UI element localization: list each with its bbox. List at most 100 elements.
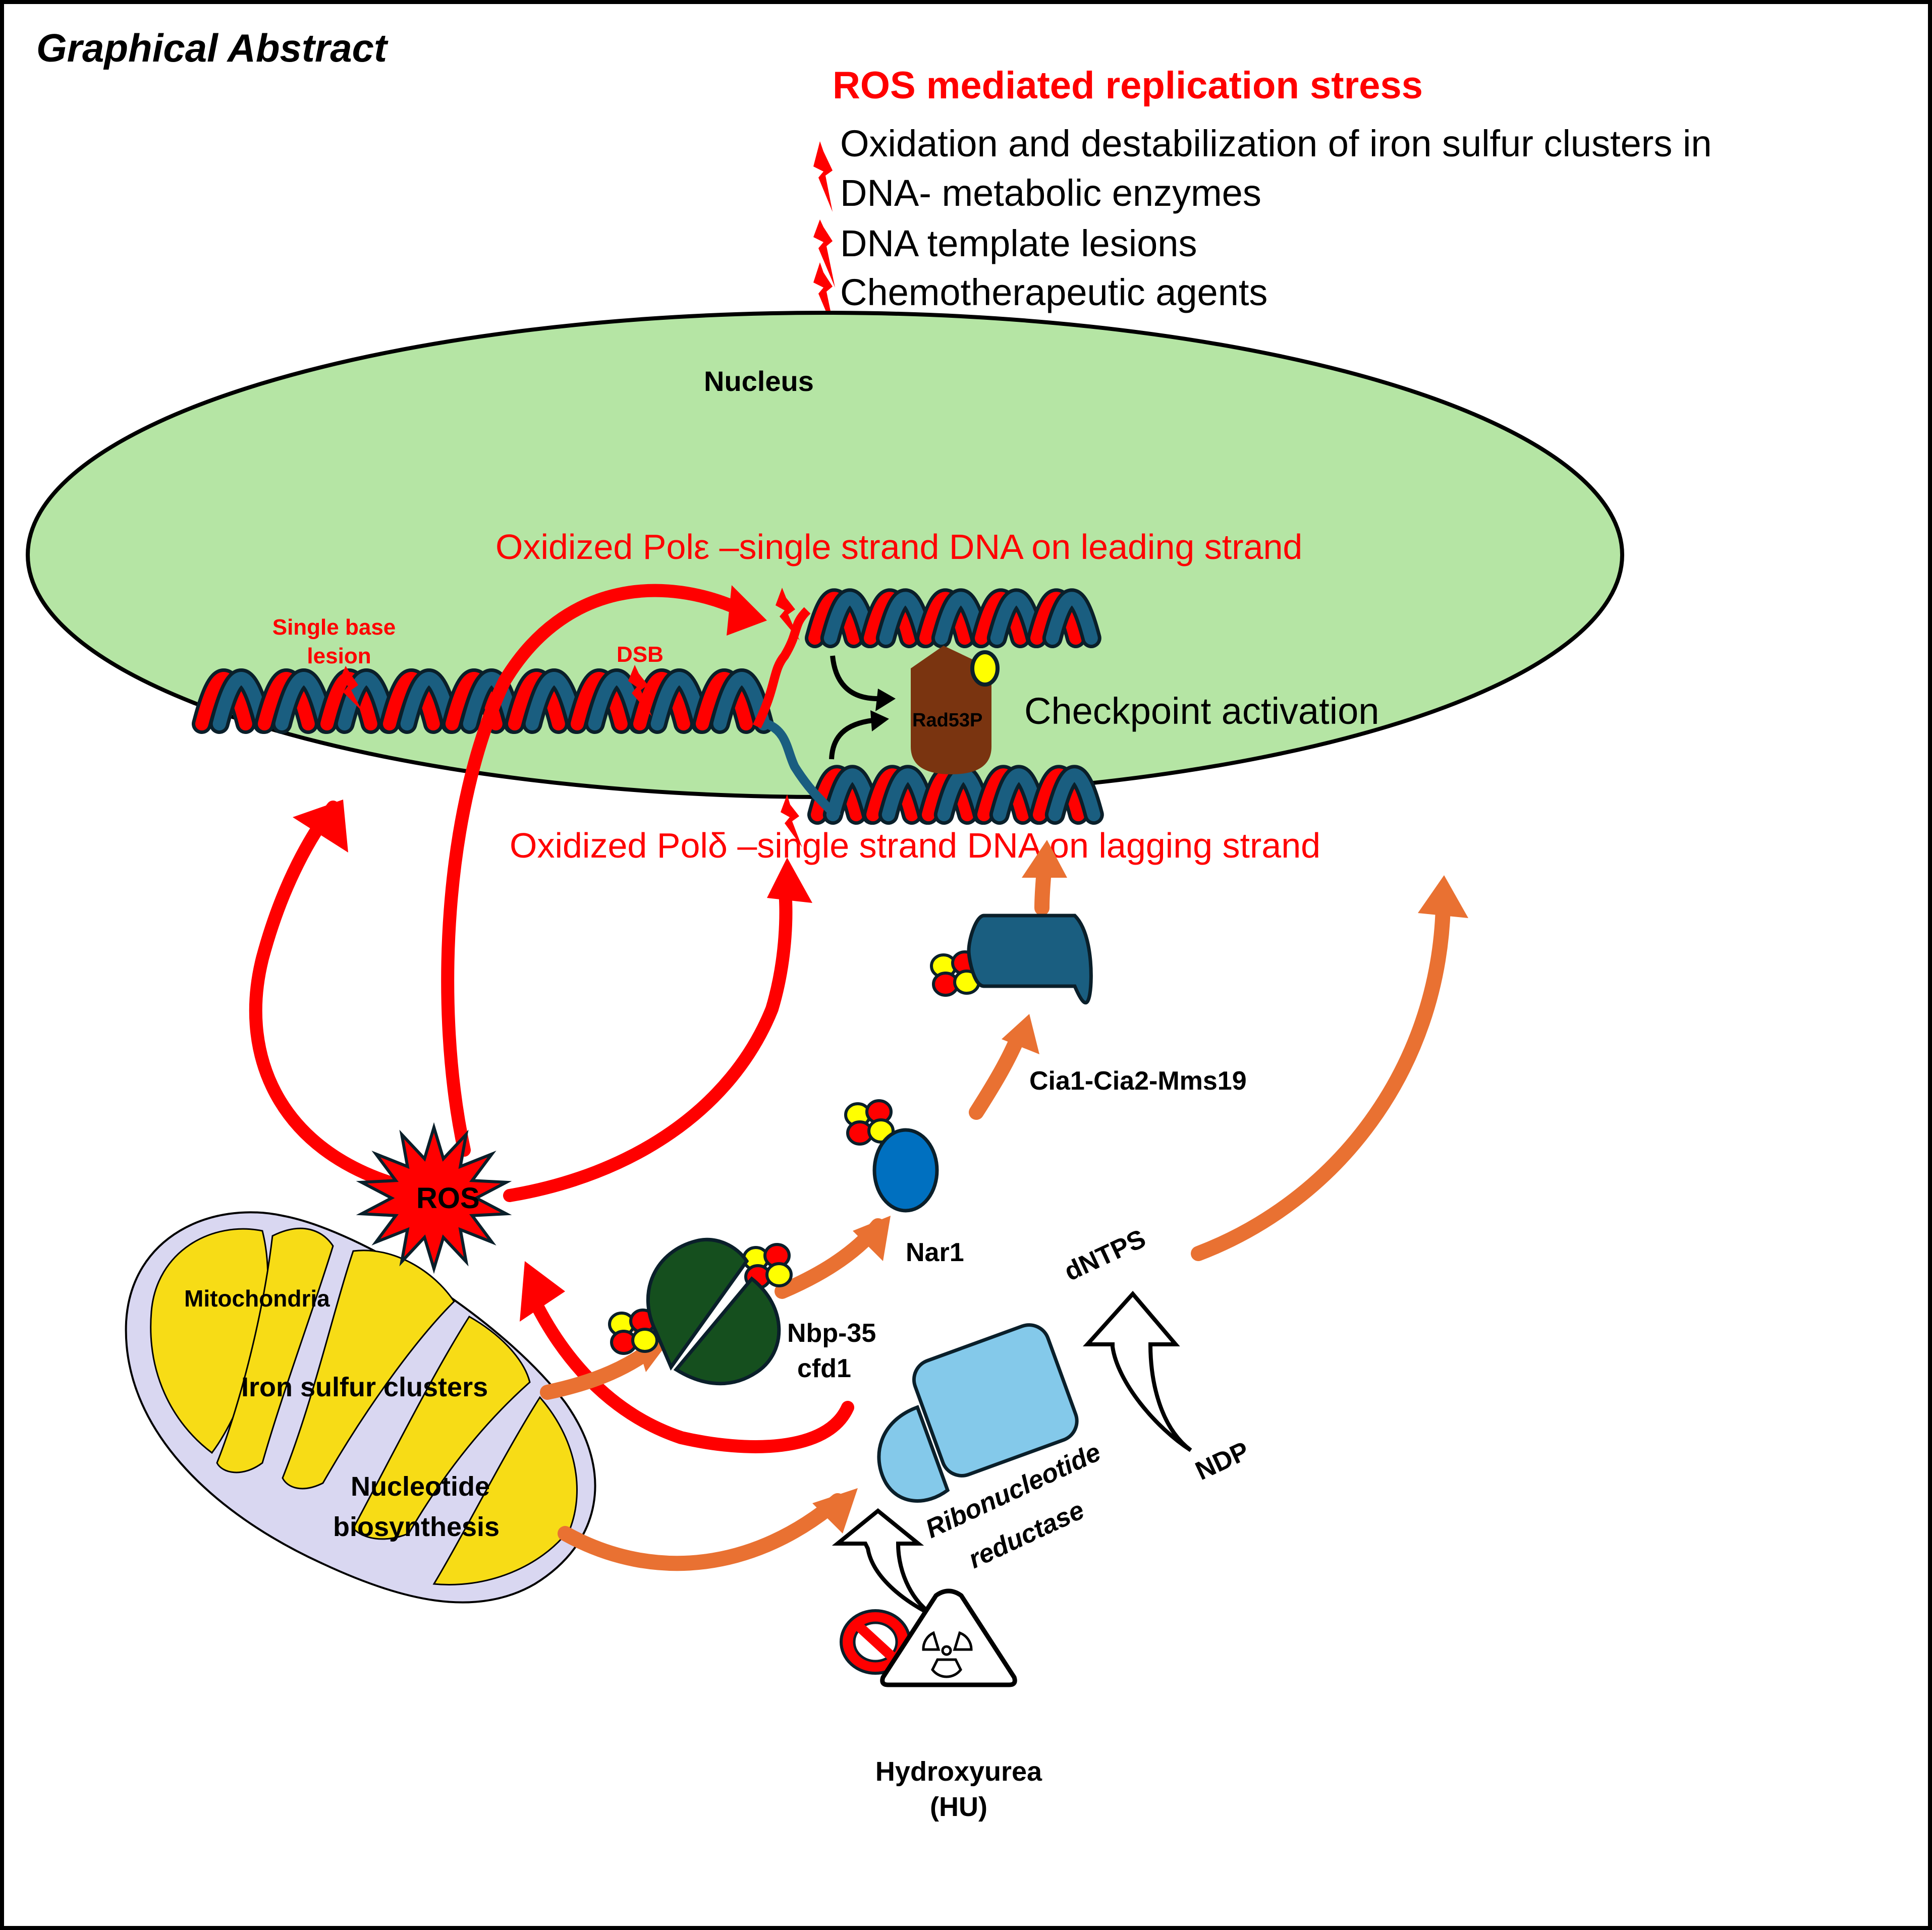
dntps-to-nucleus-arrow <box>1191 900 1451 1261</box>
hydroxyurea-label: Hydroxyurea <box>875 1756 1042 1787</box>
nucleus-label: Nucleus <box>704 365 814 397</box>
helix-strand-blue <box>400 672 458 730</box>
helix-strand-blue <box>463 672 520 730</box>
helix-strand-blue <box>275 672 333 730</box>
mitochondria: Mitochondria Iron sulfur clusters Nucleo… <box>125 1211 596 1604</box>
helix-strand-blue <box>826 768 878 821</box>
helix-strand-blue <box>588 672 645 730</box>
helix-strand-red <box>1030 592 1082 645</box>
helix-strand-blue <box>823 592 876 645</box>
phosphate-group <box>970 650 1000 687</box>
helix-strand-blue <box>713 672 770 730</box>
nbp35-cfd1-complex <box>646 1237 781 1386</box>
arrowhead <box>853 1216 891 1261</box>
hu-abbrev-label: (HU) <box>930 1792 987 1822</box>
helix-strand-blue <box>879 592 931 645</box>
page-title: Graphical Abstract <box>36 26 389 70</box>
single-base-lesion-label-2: lesion <box>307 644 371 668</box>
lightning-icon <box>339 588 802 847</box>
helix-strand-blue <box>650 672 708 730</box>
helix-strand-blue <box>338 672 395 730</box>
arrowhead <box>1418 875 1468 918</box>
nucleotide-biosynthesis-label: Nucleotide <box>351 1471 490 1502</box>
helix-strand-blue <box>1045 592 1098 645</box>
helix-strand-blue <box>1048 768 1100 821</box>
stress-heading: ROS mediated replication stress <box>833 64 1423 107</box>
single-base-lesion-label: Single base <box>272 615 396 640</box>
bullet-3: Chemotherapeutic agents <box>840 271 1267 313</box>
checkpoint-label: Checkpoint activation <box>1024 690 1379 732</box>
nucleotide-biosynthesis-label-2: biosynthesis <box>333 1512 500 1542</box>
arrowhead <box>293 800 348 853</box>
arrowhead <box>520 1261 565 1322</box>
helix-strand-red <box>922 768 974 821</box>
bullet-1-line-2: DNA- metabolic enzymes <box>840 172 1261 214</box>
rad53-protein: Rad53P <box>911 646 1000 774</box>
helix-strand-red <box>383 672 440 730</box>
bullet-1-line-1: Oxidation and destabilization of iron su… <box>840 123 1712 164</box>
helix-strand-red <box>195 672 252 730</box>
helix-strand-red <box>866 768 918 821</box>
iron-sulfur-cluster-icon <box>844 1099 895 1146</box>
helix-strand-red <box>571 672 628 730</box>
helix-strand-red <box>864 592 916 645</box>
iron-sulfur-sphere <box>631 1328 658 1353</box>
helix-strand-red <box>919 592 971 645</box>
helix-strand-blue <box>990 592 1042 645</box>
lagging-single-strand <box>765 719 841 821</box>
helix-strand-red <box>508 672 565 730</box>
leading-strand-label: Oxidized Polε –single strand DNA on lead… <box>495 527 1302 566</box>
hu-to-rnr-arrow <box>832 1508 937 1619</box>
dsb-label: DSB <box>617 642 664 667</box>
helix-strand-red <box>808 592 860 645</box>
ros-starburst: ROS <box>356 1122 512 1274</box>
helix-strand-blue <box>525 672 583 730</box>
nar1-label: Nar1 <box>906 1238 964 1267</box>
ros-arrow-to-lagging <box>503 881 793 1202</box>
arrowhead <box>870 710 889 731</box>
iron-sulfur-sphere <box>765 1262 793 1287</box>
ros-arrow-to-lesion <box>249 801 425 1197</box>
arrowhead <box>767 858 812 903</box>
helix-strand-red <box>1033 768 1085 821</box>
dna-helix-leading <box>805 588 1101 648</box>
dna-helix-lagging <box>807 765 1104 825</box>
cfd1-label: cfd1 <box>797 1354 851 1383</box>
helix-strand-red <box>975 592 1027 645</box>
helix-strand-red <box>258 672 315 730</box>
fes-to-ros-arrow <box>528 1295 854 1453</box>
ros-arrow-to-leading <box>441 584 748 1157</box>
signal-arrow-lagging <box>829 718 873 760</box>
arrowhead <box>1022 840 1067 878</box>
lagging-strand-label: Oxidized Polδ –single strand DNA on lagg… <box>510 826 1320 865</box>
helix-strand-blue <box>937 768 989 821</box>
helix-strand-blue <box>934 592 987 645</box>
arrowhead <box>875 689 896 711</box>
helix-strand-red <box>977 768 1029 821</box>
dna-helix-parental <box>192 668 774 734</box>
nbp35-label: Nbp-35 <box>787 1319 876 1348</box>
arrowhead <box>727 585 767 636</box>
helix-strand-blue <box>992 768 1045 821</box>
iron-sulfur-label: Iron sulfur clusters <box>241 1372 488 1402</box>
radiation-hazard-icon <box>880 1588 1017 1687</box>
helix-strand-blue <box>881 768 934 821</box>
nucleotide-to-rnr-arrow <box>558 1493 845 1571</box>
helix-strand-blue <box>212 672 270 730</box>
arrowhead <box>1002 1014 1039 1054</box>
ribonucleotide-reductase <box>877 1323 1079 1503</box>
stress-panel: ROS mediated replication stress Oxidatio… <box>813 64 1712 333</box>
rad53-label: Rad53P <box>912 710 982 731</box>
nar1-protein <box>872 1128 939 1213</box>
leading-single-strand <box>752 607 811 729</box>
iron-sulfur-cluster-icon <box>608 1309 658 1355</box>
signal-arrow-leading <box>830 655 878 701</box>
cia-label: Cia1-Cia2-Mms19 <box>1029 1066 1247 1096</box>
helix-strand-red <box>696 672 753 730</box>
ros-label: ROS <box>416 1182 480 1215</box>
cia-complex <box>967 914 1093 1005</box>
ndp-to-dntps-arrow <box>1083 1290 1192 1452</box>
arrowhead <box>812 1488 858 1534</box>
mitochondria-label: Mitochondria <box>184 1285 330 1312</box>
